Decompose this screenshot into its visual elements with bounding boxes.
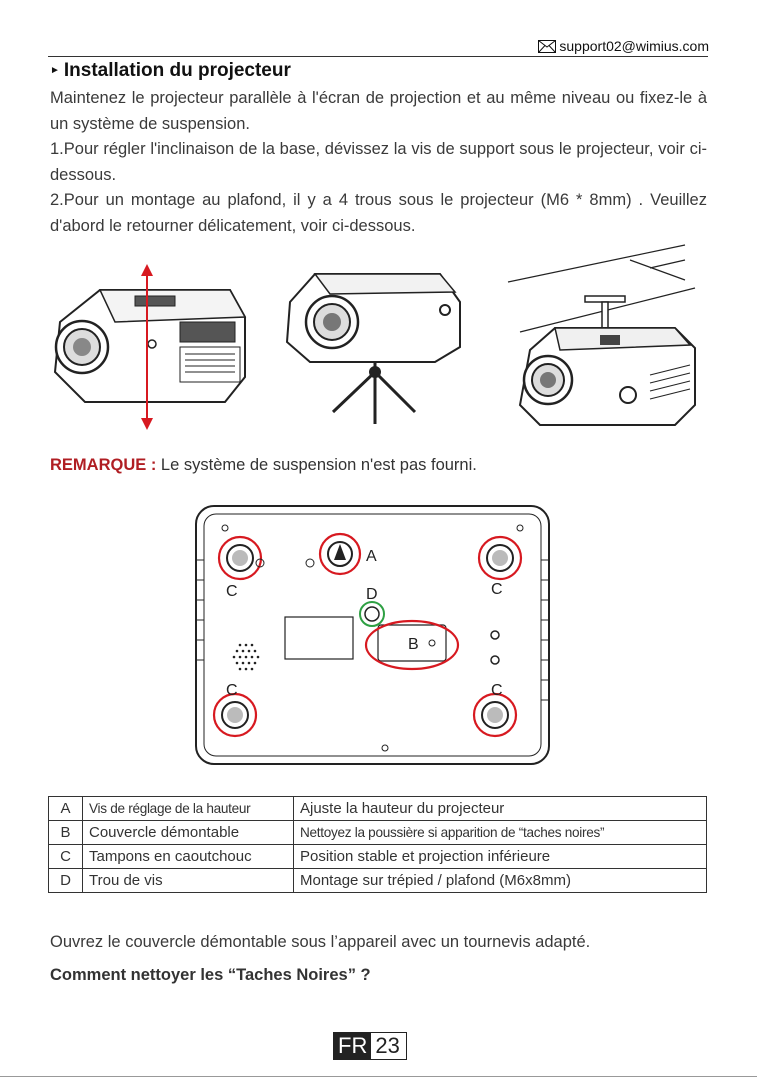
cover-instruction: Ouvrez le couvercle démontable sous l’ap… [50, 933, 591, 951]
language-code: FR [334, 1033, 372, 1059]
projector-ceiling-mount-illustration [507, 244, 696, 426]
label-d: D [366, 586, 378, 603]
support-email: support02@wimius.com [538, 38, 709, 54]
legend-desc: Position stable et projection inférieure [293, 844, 707, 869]
rubber-pad-top-right [477, 535, 523, 581]
legend-table: A Vis de réglage de la hauteur Ajuste la… [48, 796, 707, 893]
rubber-pad-top-left [217, 535, 263, 581]
table-row: A Vis de réglage de la hauteur Ajuste la… [48, 796, 707, 821]
label-c-top-right: C [491, 581, 503, 598]
legend-name: Couvercle démontable [82, 820, 294, 845]
section-title: ►Installation du projecteur [50, 60, 291, 82]
email-text: support02@wimius.com [559, 38, 709, 54]
section-title-text: Installation du projecteur [63, 60, 291, 81]
label-b: B [408, 636, 419, 653]
legend-name: Tampons en caoutchouc [82, 844, 294, 869]
rubber-pad-bottom-left [212, 692, 258, 738]
speaker-grille [232, 643, 260, 671]
legend-key: C [48, 844, 83, 869]
projector-tripod-illustration [285, 273, 461, 424]
label-c-bottom-left: C [226, 682, 238, 699]
page-number: 23 [375, 1033, 400, 1058]
legend-key: B [48, 820, 83, 845]
paragraph-intro: Maintenez le projecteur parallèle à l'éc… [50, 89, 707, 133]
paragraph-step-2: 2.Pour un montage au plafond, il y a 4 t… [50, 191, 707, 235]
projector-bottom-view-diagram: A B C C C C D [195, 505, 550, 765]
legend-key: A [48, 796, 83, 821]
cleaning-question: Comment nettoyer les “Taches Noires” ? [50, 966, 371, 984]
page-number-badge: FR 23 [333, 1032, 407, 1060]
projector-tilt-illustration [53, 264, 247, 430]
label-c-bottom-right: C [491, 682, 503, 699]
note: REMARQUE : Le système de suspension n'es… [50, 456, 477, 475]
rubber-pad-bottom-right [472, 692, 518, 738]
legend-name: Vis de réglage de la hauteur [82, 796, 294, 821]
height-adjust-screw [318, 532, 362, 576]
triangle-bullet-icon: ► [50, 65, 60, 76]
table-row: D Trou de vis Montage sur trépied / plaf… [48, 868, 707, 893]
note-label: REMARQUE : [50, 456, 157, 474]
legend-key: D [48, 868, 83, 893]
table-row: C Tampons en caoutchouc Position stable … [48, 844, 707, 869]
legend-name: Trou de vis [82, 868, 294, 893]
screw-hole [359, 601, 385, 627]
footer-rule [0, 1076, 757, 1077]
label-a: A [366, 548, 377, 565]
label-c-top-left: C [226, 583, 238, 600]
header-rule [48, 56, 708, 57]
mail-icon [538, 40, 557, 53]
legend-desc: Nettoyez la poussière si apparition de “… [293, 820, 707, 845]
removable-cover [364, 619, 460, 671]
legend-desc: Ajuste la hauteur du projecteur [293, 796, 707, 821]
table-row: B Couvercle démontable Nettoyez la pouss… [48, 820, 707, 845]
paragraph-step-1: 1.Pour régler l'inclinaison de la base, … [50, 140, 707, 184]
note-text: Le système de suspension n'est pas fourn… [156, 456, 477, 474]
legend-desc: Montage sur trépied / plafond (M6x8mm) [293, 868, 707, 893]
